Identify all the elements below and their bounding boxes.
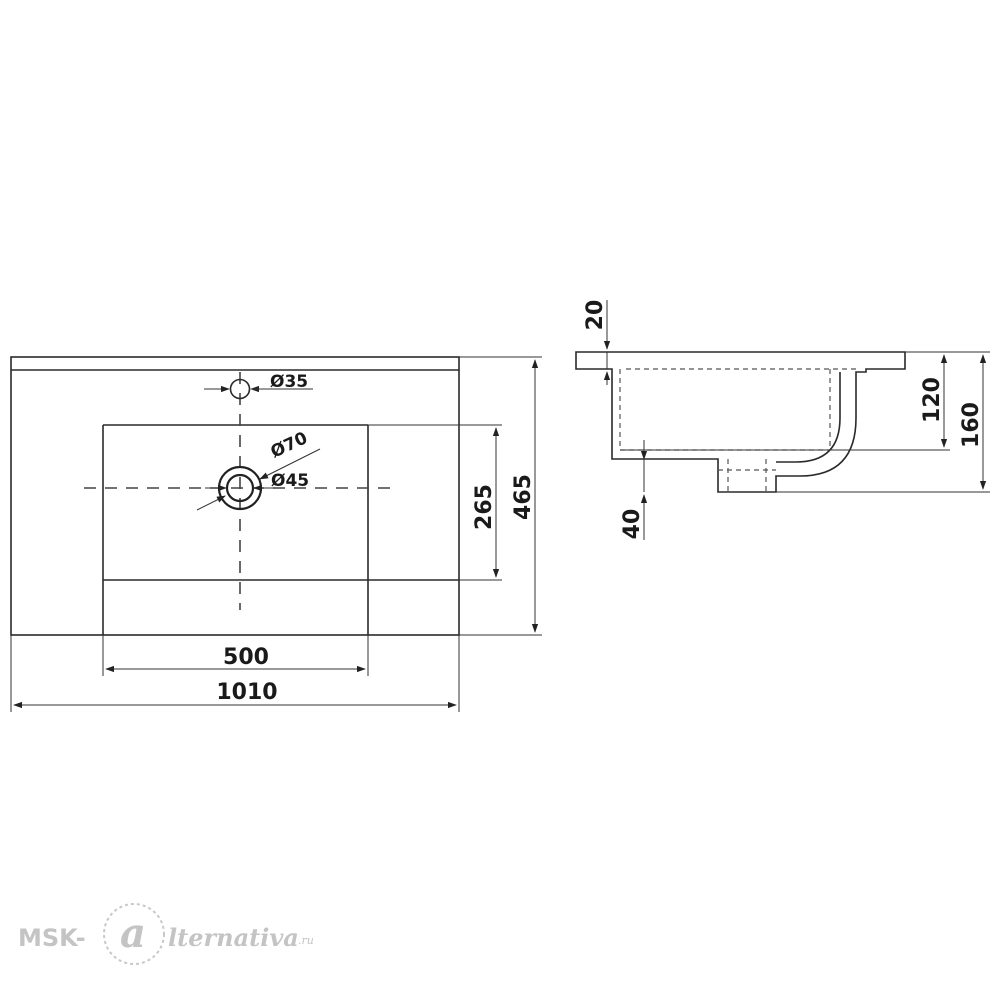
drain-height-dimension: 40 — [620, 509, 645, 540]
drain-inner-dimension: Ø45 — [271, 471, 309, 491]
tap-hole-dimension: Ø35 — [270, 372, 308, 392]
watermark: MSK- a lternativa .ru — [18, 903, 314, 965]
overall-height-dimension: 160 — [959, 402, 984, 448]
watermark-suffix: .ru — [298, 934, 314, 947]
trap-inner-curve — [776, 372, 841, 463]
overall-width-dimension: 1010 — [216, 680, 277, 705]
basin-outline — [10, 356, 460, 636]
watermark-prefix: MSK- — [18, 924, 86, 952]
bowl-depth-dimension: 265 — [472, 484, 497, 530]
side-view: 20 160 120 40 — [575, 300, 990, 540]
watermark-script: lternativa — [168, 923, 299, 952]
rim-thickness-dimension: 20 — [583, 300, 608, 331]
bowl-width-dimension: 500 — [223, 645, 269, 670]
overall-depth-dimension: 465 — [511, 474, 536, 520]
drain-outer-arrow-a — [196, 495, 226, 511]
tap-hole — [229, 378, 251, 400]
watermark-at-glyph: a — [120, 910, 146, 957]
bowl-height-dimension: 120 — [920, 377, 945, 423]
drain-outer-arrow-b — [259, 448, 321, 480]
top-view: Ø35 Ø70 Ø45 500 1010 265 465 — [10, 356, 542, 712]
drain-inner — [225, 473, 255, 503]
watermark-at-circle — [103, 903, 165, 965]
side-profile — [575, 351, 906, 493]
